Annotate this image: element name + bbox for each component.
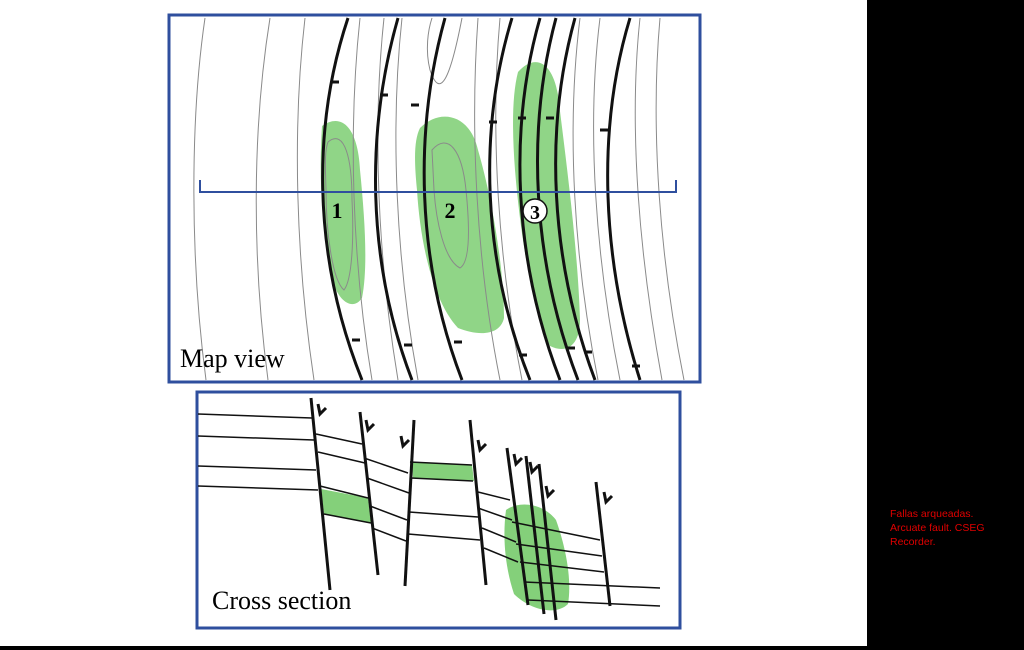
map-view-title: Map view bbox=[180, 344, 285, 373]
caption-line-2: Arcuate fault. CSEG bbox=[890, 522, 985, 534]
zone-label-3: 3 bbox=[530, 202, 540, 224]
map-fault-traces bbox=[321, 17, 642, 381]
xs-fault-3 bbox=[403, 419, 416, 587]
xs-fault-4 bbox=[468, 419, 488, 586]
map-fault-8 bbox=[606, 17, 642, 381]
caption-line-1: Fallas arqueadas. bbox=[890, 508, 974, 520]
xs-fault-5 bbox=[505, 447, 530, 606]
map-fault-ticks bbox=[331, 80, 640, 368]
map-zone-2 bbox=[415, 116, 504, 334]
xs-fault-7 bbox=[537, 463, 558, 621]
map-fault-2 bbox=[374, 17, 414, 381]
xs-zone-2 bbox=[412, 462, 474, 481]
xs-fault-2 bbox=[358, 411, 380, 576]
xs-fault-8 bbox=[594, 481, 612, 607]
zone-label-3-circle bbox=[522, 198, 548, 224]
zone-label-2: 2 bbox=[445, 198, 456, 223]
xs-fault-6 bbox=[524, 455, 546, 615]
xs-fault-arrows bbox=[316, 403, 614, 506]
xs-zone-1 bbox=[321, 489, 371, 523]
map-fault-7 bbox=[554, 17, 597, 381]
map-fault-5 bbox=[518, 17, 562, 381]
map-fault-3 bbox=[422, 17, 464, 381]
section-line bbox=[199, 180, 677, 193]
figure-caption: Fallas arqueadas. Arcuate fault. CSEG Re… bbox=[890, 507, 1010, 549]
map-view-panel: 1 2 3 Map view bbox=[167, 13, 702, 384]
xs-fault-1 bbox=[309, 397, 332, 591]
cross-section-title: Cross section bbox=[212, 586, 351, 615]
caption-line-3: Recorder. bbox=[890, 536, 936, 548]
xs-fault-lines bbox=[309, 397, 612, 621]
map-fault-6 bbox=[536, 17, 580, 381]
map-fault-4 bbox=[488, 17, 532, 381]
arcuate-fault-diagram: 1 2 3 Map view bbox=[167, 13, 702, 630]
zone-label-1: 1 bbox=[332, 198, 343, 223]
xs-beds bbox=[197, 413, 661, 607]
cross-section-panel: Cross section bbox=[195, 390, 682, 630]
map-fault-1 bbox=[321, 17, 364, 381]
slide-area: 1 2 3 Map view bbox=[0, 0, 867, 646]
